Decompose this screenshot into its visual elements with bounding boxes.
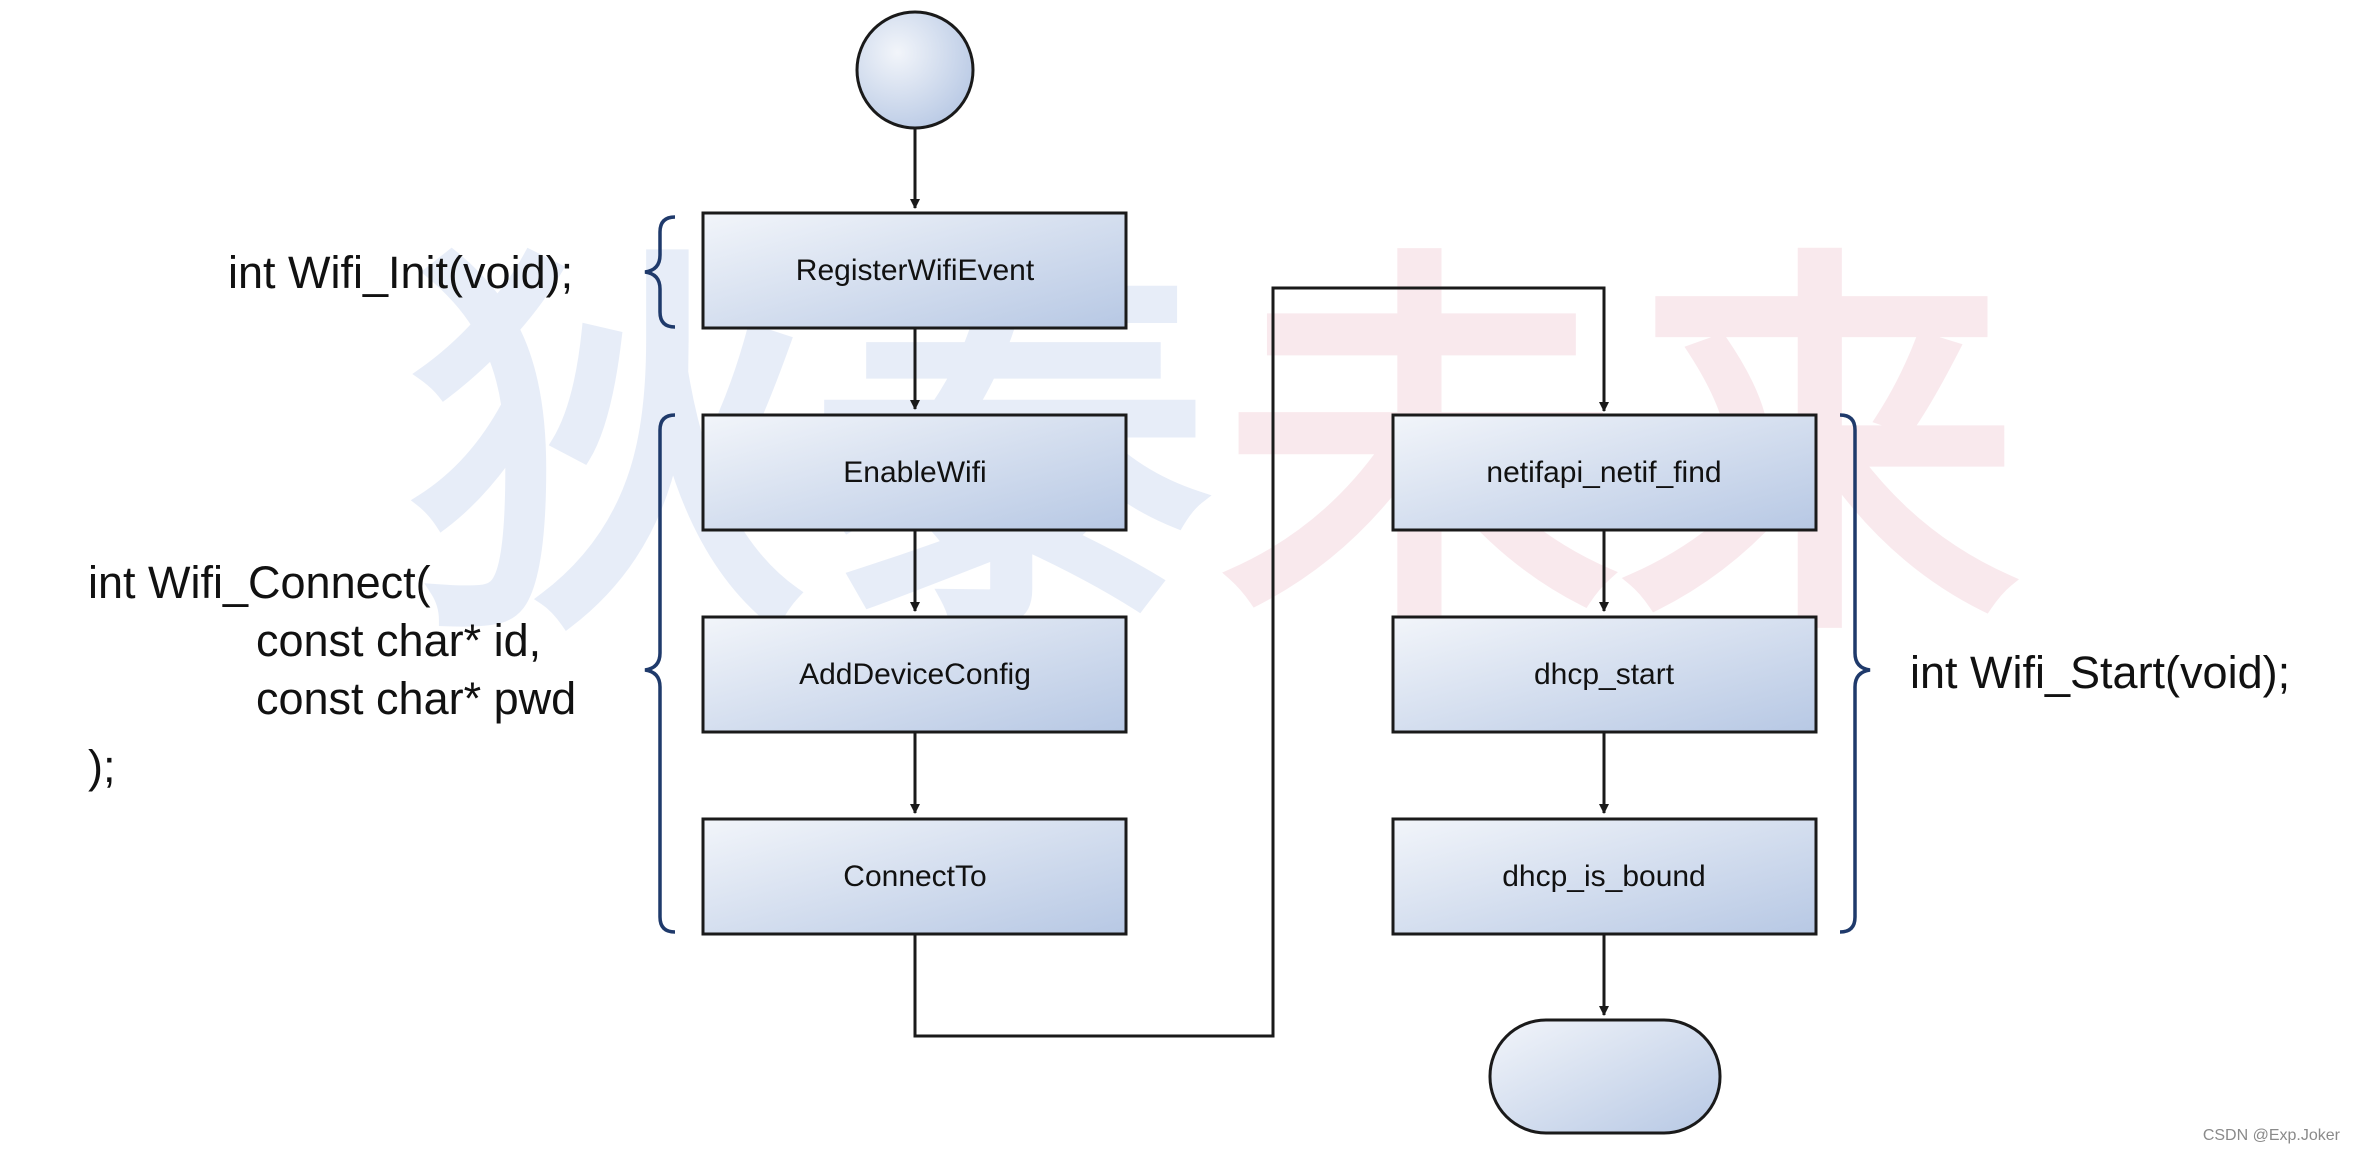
end-node [1488,1018,1722,1135]
wifi-connect-line-1: int Wifi_Connect( [88,557,431,608]
node-netifapi-netif-find: netifapi_netif_find [1391,413,1818,532]
credit-text: CSDN @Exp.Joker [2203,1127,2341,1144]
brace-wifi-init [644,215,676,329]
node-dhcp-is-bound: dhcp_is_bound [1391,817,1818,936]
edges [910,128,1609,1038]
start-node [855,10,975,130]
node-enable-wifi: EnableWifi [701,413,1128,532]
node-label: ConnectTo [843,860,986,893]
annotation-wifi-connect: int Wifi_Connect( const char* id, const … [88,557,576,792]
node-label: netifapi_netif_find [1486,456,1721,489]
node-register-wifi-event: RegisterWifiEvent [701,211,1128,330]
wifi-connect-line-4: ); [88,741,116,792]
node-add-device-config: AddDeviceConfig [701,615,1128,734]
annotation-wifi-start: int Wifi_Start(void); [1910,647,2290,698]
annotation-wifi-init: int Wifi_Init(void); [228,247,573,298]
brace-wifi-start [1839,413,1871,934]
node-connect-to: ConnectTo [701,817,1128,936]
node-label: EnableWifi [843,456,986,489]
node-label: AddDeviceConfig [799,658,1031,691]
edge-connect-to-netiffind [913,286,1609,1038]
wifi-connect-line-3: const char* pwd [256,673,576,724]
node-dhcp-start: dhcp_start [1391,615,1818,734]
wifi-connect-line-2: const char* id, [256,615,541,666]
node-label: dhcp_start [1534,658,1675,691]
node-label: dhcp_is_bound [1502,860,1706,893]
node-label: RegisterWifiEvent [796,254,1035,287]
brace-wifi-connect [644,413,676,934]
